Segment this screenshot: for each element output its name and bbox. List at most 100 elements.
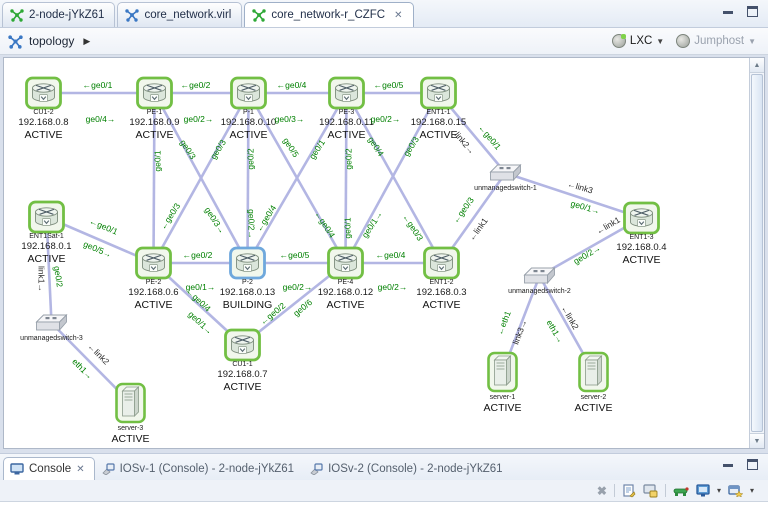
- scroll-up-icon[interactable]: ▲: [750, 58, 764, 73]
- node-status: ACTIVE: [423, 299, 461, 311]
- lxc-dropdown-icon[interactable]: ▼: [656, 36, 665, 46]
- editor-tab-core-network-virl[interactable]: core_network.virl: [117, 2, 243, 27]
- node-name: P-2: [242, 279, 253, 286]
- link-label: ge0/1→: [570, 198, 601, 216]
- scrollbar-thumb[interactable]: [751, 74, 763, 432]
- node-status: ACTIVE: [224, 381, 262, 393]
- node-name: unmanagedswitch-3: [20, 335, 83, 342]
- link-label: ge0/2: [52, 265, 65, 288]
- terminate-icon[interactable]: ✖: [596, 483, 607, 498]
- link-label: ←ge0/2: [181, 80, 211, 90]
- node-status: ACTIVE: [28, 253, 66, 265]
- node-status: ACTIVE: [25, 129, 63, 141]
- link-label: ←link1: [594, 214, 622, 236]
- open-log-icon[interactable]: [643, 483, 658, 498]
- breadcrumb-label: topology: [29, 34, 75, 48]
- editor-tab-core-network-r-czfc[interactable]: core_network-r_CZFC ✕: [244, 2, 414, 27]
- maximize-console-icon[interactable]: [747, 459, 758, 470]
- node-usw-1[interactable]: unmanagedswitch-1: [474, 163, 537, 192]
- link-label: ge0/2→: [371, 114, 401, 124]
- link-label: ge0/3→: [275, 114, 305, 124]
- open-console-dropdown-icon[interactable]: ▾: [749, 486, 754, 495]
- display-console-icon[interactable]: [696, 484, 710, 497]
- link-pe-1-pe-2[interactable]: [152, 92, 156, 264]
- jumphost-tool[interactable]: Jumphost ▼: [672, 32, 760, 50]
- node-name: PE-4: [338, 279, 354, 286]
- display-console-dropdown-icon[interactable]: ▾: [716, 486, 721, 495]
- node-status: ACTIVE: [420, 129, 458, 141]
- console-tab-iosv-1[interactable]: IOSv-1 (Console) - 2-node-jYkZ61: [95, 457, 303, 480]
- node-status: BUILDING: [223, 299, 273, 311]
- link-p-1-p-2[interactable]: [246, 92, 250, 264]
- launch-icon[interactable]: [673, 485, 689, 497]
- node-ip: 192.168.0.12: [318, 287, 373, 298]
- console-output-area[interactable]: [0, 501, 768, 507]
- node-usw-3[interactable]: unmanagedswitch-3: [20, 313, 83, 342]
- open-console-icon[interactable]: [728, 484, 743, 497]
- breadcrumb[interactable]: topology ▶: [8, 34, 90, 49]
- link-label: ge0/2→: [247, 209, 257, 239]
- node-status: ACTIVE: [484, 402, 522, 414]
- vertical-scrollbar[interactable]: ▲ ▼: [749, 58, 764, 448]
- node-ip: 192.168.0.10: [221, 117, 276, 128]
- link-label: ge0/6: [291, 297, 314, 318]
- close-tab-icon[interactable]: ✕: [394, 9, 403, 21]
- node-name: server-2: [581, 394, 607, 401]
- node-status: ACTIVE: [230, 129, 268, 141]
- minimize-icon[interactable]: [723, 9, 733, 14]
- node-ip: 192.168.0.6: [128, 287, 178, 298]
- node-name: server-3: [118, 425, 144, 432]
- node-name: unmanagedswitch-1: [474, 185, 537, 192]
- console-toolbar: ✖ ▾: [0, 480, 768, 501]
- link-ent1sat-1-usw-3[interactable]: [45, 216, 53, 324]
- topology-file-icon: [252, 9, 267, 22]
- node-status: ACTIVE: [327, 299, 365, 311]
- link-label: ge0/3: [178, 138, 198, 162]
- close-console-icon[interactable]: ✕: [76, 463, 85, 475]
- scroll-down-icon[interactable]: ▼: [750, 433, 764, 448]
- console-tab-label: Console: [29, 463, 72, 475]
- node-usw-2[interactable]: unmanagedswitch-2: [508, 266, 571, 295]
- editor-tab-label: core_network-r_CZFC: [271, 9, 386, 21]
- link-pe-3-pe-4[interactable]: [344, 92, 348, 264]
- node-ip: 192.168.0.7: [217, 369, 267, 380]
- link-pe-4-cu1-1[interactable]: [241, 261, 347, 347]
- console-tab[interactable]: Console ✕: [3, 457, 95, 480]
- breadcrumb-expand-icon[interactable]: ▶: [83, 35, 91, 46]
- link-pe-3-ent1-2[interactable]: [345, 92, 443, 264]
- lxc-label: LXC: [629, 35, 653, 47]
- minimize-console-icon[interactable]: [723, 462, 733, 467]
- node-ip: 192.168.0.8: [18, 117, 68, 128]
- maximize-icon[interactable]: [747, 6, 758, 17]
- copy-log-icon[interactable]: [622, 483, 636, 498]
- link-p-1-pe-2[interactable]: [152, 92, 250, 264]
- link-ent1-1-pe-4[interactable]: [344, 92, 440, 264]
- lxc-tool[interactable]: LXC ▼: [608, 32, 668, 50]
- node-name: ENT1Sat-1: [29, 233, 64, 240]
- link-label: ge0/1→: [186, 309, 215, 337]
- editor-tab-2-node[interactable]: 2-node-jYkZ61: [2, 2, 116, 27]
- node-name: ENT1-1: [426, 109, 450, 116]
- console-tab-iosv-2[interactable]: IOSv-2 (Console) - 2-node-jYkZ61: [303, 457, 511, 480]
- link-label: ←ge0/4: [313, 209, 338, 240]
- jumphost-dropdown-icon[interactable]: ▼: [748, 36, 756, 46]
- link-pe-3-p-2[interactable]: [246, 92, 348, 264]
- link-usw-1-ent1-3[interactable]: [505, 171, 642, 220]
